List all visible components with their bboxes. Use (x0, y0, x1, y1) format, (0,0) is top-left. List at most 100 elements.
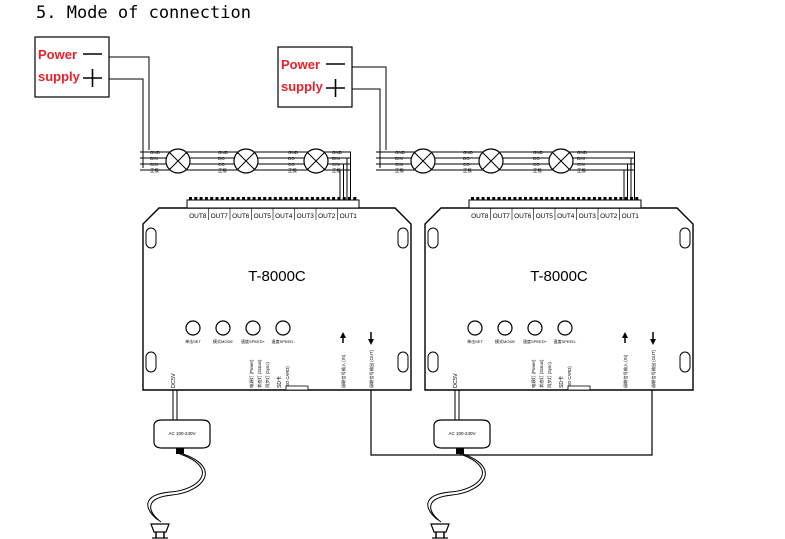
terminal-screw-icon (257, 197, 261, 200)
terminal-screw-icon (571, 197, 575, 200)
terminal-screw-icon (204, 197, 208, 200)
terminal-screw-icon (300, 197, 304, 200)
mounting-slot-icon (145, 351, 157, 373)
terminal-screw-icon (524, 197, 527, 200)
sync-out-arrow-icon (650, 339, 656, 345)
mains-cable (427, 453, 483, 521)
terminal-screw-icon (226, 197, 230, 200)
sync-out-arrow-icon (368, 339, 374, 345)
wire-label: CO (218, 162, 225, 167)
adapter-label: AC 100-240V (448, 431, 475, 436)
terminal-screw-icon (555, 197, 559, 200)
terminal-screw-icon (242, 197, 245, 200)
terminal-screw-icon (326, 197, 330, 200)
terminal-screw-icon (305, 197, 309, 200)
wire-label: CO (533, 162, 540, 167)
terminal-screw-icon (603, 197, 607, 200)
sync-cable (370, 390, 653, 456)
wire-label: GND (533, 150, 544, 155)
pixel-node-cross (552, 152, 570, 170)
terminal-screw-icon (348, 197, 351, 200)
sync-in-arrow-icon (340, 332, 346, 338)
mounting-slot-icon (397, 227, 409, 249)
terminal-screw-icon (268, 197, 272, 200)
plug-icon (430, 523, 450, 533)
terminal-screw-icon (295, 197, 298, 200)
mounting-slot-icon (427, 227, 439, 249)
terminal-block (468, 199, 642, 209)
sd-card-sub-label: (SD CARD) (285, 366, 290, 388)
terminal-screw-icon (247, 197, 251, 200)
adapter-strain-relief (176, 448, 184, 454)
power-supply-box (34, 36, 110, 98)
out1-wire (339, 169, 342, 204)
output-label-out8: OUT8 (471, 213, 489, 220)
terminal-screw-icon (353, 197, 357, 200)
mounting-slot-icon (679, 227, 691, 249)
terminal-screw-icon (263, 197, 267, 200)
control-button-icon (215, 320, 231, 336)
button-label: 速度SPEED- (554, 338, 578, 344)
wire-label: GND (332, 150, 343, 155)
sync-in-arrow-icon (622, 332, 628, 338)
output-label-out5: OUT5 (536, 213, 554, 220)
terminal-screw-icon (215, 197, 219, 200)
wire-label: 正极 (218, 167, 227, 174)
out1-wire (623, 169, 626, 204)
terminal-screw-icon (476, 197, 480, 200)
terminal-screw-icon (518, 197, 522, 200)
indicator-label: 同步灯 (Sync) (264, 362, 271, 388)
power-wire (352, 88, 381, 168)
wire-label: GND (150, 150, 161, 155)
terminal-screw-icon (566, 197, 570, 200)
terminal-screw-icon (284, 197, 288, 200)
dc-input-label: DC5V (171, 373, 177, 388)
wire-label: DO (533, 156, 540, 161)
mains-cable (430, 453, 486, 523)
terminal-block (186, 199, 360, 209)
wire-label: DIN (577, 156, 585, 161)
terminal-screw-icon (502, 197, 506, 200)
adapter-label: AC 100-240V (168, 431, 195, 436)
sync-out-label: 级联信号输出 (OUT) (368, 349, 375, 388)
supply-label: supply (281, 79, 324, 94)
wire-label: 正极 (395, 167, 404, 174)
terminal-screw-icon (236, 197, 240, 200)
wire-label: 正极 (533, 167, 542, 174)
terminal-screw-icon (279, 197, 283, 200)
out1-wire (342, 157, 348, 204)
wire-label: DIN (395, 156, 403, 161)
wire-label: CIN (577, 162, 585, 167)
terminal-screw-icon (289, 197, 293, 200)
terminal-screw-icon (513, 197, 517, 200)
terminal-screw-icon (534, 197, 538, 200)
mains-cable (150, 453, 206, 523)
control-button-icon (245, 320, 261, 336)
terminal-screw-icon (561, 197, 565, 200)
indicator-label: 同步灯 (Sync) (546, 362, 553, 388)
wire-label: CIN (332, 162, 340, 167)
terminal-screw-icon (619, 197, 623, 200)
terminal-screw-icon (598, 197, 602, 200)
button-label: 单击SET (185, 338, 201, 344)
wire-label: 正极 (288, 167, 297, 174)
terminal-screw-icon (582, 197, 586, 200)
out1-wire (342, 163, 344, 204)
terminal-screw-icon (630, 197, 633, 200)
wire-label: CO (463, 162, 470, 167)
controller-body (142, 207, 412, 391)
terminal-screw-icon (471, 197, 474, 200)
pixel-node-cross (169, 152, 187, 170)
controller-body (424, 207, 694, 391)
control-button-icon (557, 320, 573, 336)
indicator-label: 状态灯 (Status) (256, 359, 263, 388)
wire-label: 正极 (463, 167, 472, 174)
output-label-out4: OUT4 (275, 213, 293, 220)
sync-in-label: 级联信号输入 (IN) (340, 354, 347, 388)
terminal-screw-icon (492, 197, 496, 200)
terminal-screw-icon (635, 197, 639, 200)
terminal-screw-icon (577, 197, 580, 200)
mains-cable (147, 453, 203, 521)
control-button-icon (527, 320, 543, 336)
